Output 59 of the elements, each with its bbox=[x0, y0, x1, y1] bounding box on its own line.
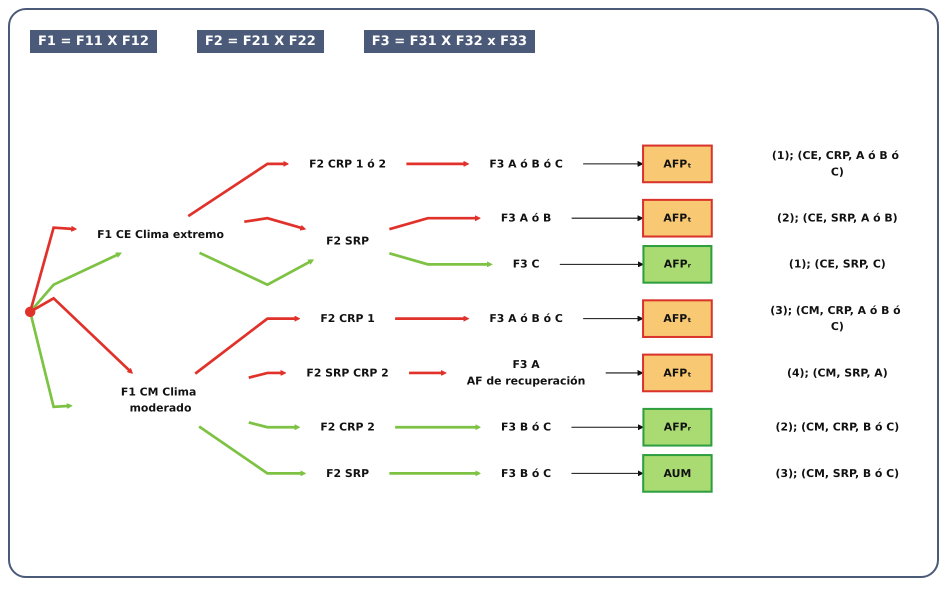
node-label: (2); (CM, CRP, B ó C) bbox=[775, 420, 900, 434]
arrow bbox=[389, 215, 481, 230]
node-label: (3); (CM, SRP, B ó C) bbox=[776, 466, 900, 480]
node-box: AFPₜ bbox=[642, 144, 713, 184]
node-text: F3 C bbox=[512, 257, 540, 270]
node-label: C) bbox=[830, 165, 844, 178]
node-box: AFPᵣ bbox=[642, 408, 712, 446]
arrow bbox=[248, 370, 286, 379]
column-header: F2 = F21 X F22 bbox=[196, 30, 324, 53]
node-label: (3); (CM, CRP, A ó B ó bbox=[770, 304, 901, 317]
node-text: F1 CM Clima moderado bbox=[120, 385, 196, 414]
column-header: F1 = F11 X F12 bbox=[30, 30, 157, 53]
node-label: (1); (CE, SRP, C) bbox=[788, 257, 886, 270]
arrow bbox=[389, 252, 493, 268]
arrow bbox=[395, 424, 481, 430]
node-text: F1 CE Clima extremo bbox=[97, 228, 224, 241]
node-text: F3 A ó B bbox=[500, 211, 552, 224]
node-box: AFPₜ bbox=[642, 299, 713, 338]
node-text: F2 CRP 1 bbox=[320, 312, 375, 325]
node-box: AUM bbox=[642, 454, 713, 493]
arrow bbox=[30, 316, 73, 409]
node-text: F3 A ó B ó C bbox=[489, 157, 563, 170]
node-text: F2 SRP CRP 2 bbox=[306, 366, 389, 379]
arrow bbox=[32, 252, 122, 310]
arrow bbox=[188, 160, 289, 218]
arrow bbox=[571, 470, 644, 476]
node-text: F2 SRP bbox=[326, 466, 370, 480]
node-text: F2 CRP 2 bbox=[320, 420, 375, 434]
node-label: (2); (CE, SRP, A ó B) bbox=[777, 211, 898, 224]
arrow bbox=[30, 226, 77, 308]
arrow bbox=[194, 316, 300, 375]
node-text: F3 A ó B ó C bbox=[489, 312, 563, 325]
node-text: F3 A AF de recuperación bbox=[466, 358, 586, 388]
node-label: (1); (CE, CRP, A ó B ó bbox=[772, 148, 899, 162]
arrow bbox=[409, 370, 447, 376]
arrow bbox=[406, 160, 470, 167]
node-box: AFPₜ bbox=[642, 198, 713, 238]
arrow bbox=[571, 424, 644, 430]
node-box: AFPᵣ bbox=[642, 244, 712, 284]
arrow bbox=[248, 421, 300, 430]
node-box: AFPₜ bbox=[642, 354, 713, 392]
arrow bbox=[583, 316, 644, 322]
arrow bbox=[244, 216, 306, 231]
node-text: F3 B ó C bbox=[501, 420, 552, 434]
arrow bbox=[606, 370, 644, 376]
node-label: (4); (CM, SRP, A) bbox=[786, 366, 888, 379]
arrow bbox=[34, 296, 133, 374]
arrow bbox=[395, 316, 470, 322]
arrow bbox=[198, 425, 306, 476]
arrow bbox=[583, 160, 644, 167]
node-text: F2 CRP 1 ó 2 bbox=[309, 157, 386, 170]
node-text: F3 B ó C bbox=[501, 466, 552, 480]
node-label: C) bbox=[830, 320, 844, 333]
node-text: F2 SRP bbox=[326, 234, 370, 248]
column-header: F3 = F31 X F32 x F33 bbox=[364, 30, 536, 53]
arrow bbox=[572, 215, 644, 222]
arrow bbox=[198, 252, 314, 286]
arrow bbox=[389, 470, 481, 476]
arrow bbox=[560, 261, 644, 268]
